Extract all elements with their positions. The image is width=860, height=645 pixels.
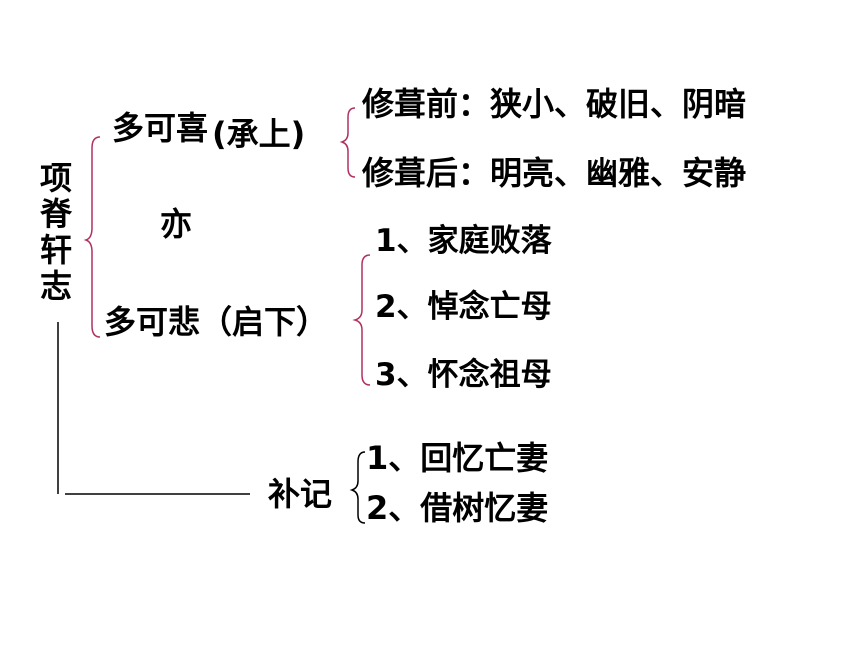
sorrow-item-1: 1、家庭败落 [375, 223, 552, 259]
joy-brace [339, 107, 356, 178]
sorrow-item-3: 3、怀念祖母 [375, 357, 552, 393]
joy-note: (承上) [212, 115, 306, 153]
sorrow-brace [352, 254, 371, 386]
sorrow-label: 多可悲 [104, 303, 201, 341]
joy-item-after: 修葺后：明亮、幽雅、安静 [362, 154, 747, 192]
connector-word: 亦 [160, 205, 193, 243]
sorrow-item-2: 2、悼念亡母 [375, 289, 552, 325]
supplement-brace [349, 451, 366, 524]
joy-label: 多可喜 [112, 109, 209, 147]
main-brace [83, 136, 101, 338]
supplement-item-2: 2、借树忆妻 [366, 489, 549, 527]
diagram-title: 项脊轩志 [39, 159, 72, 305]
joy-item-before: 修葺前：狭小、破旧、阴暗 [362, 85, 747, 123]
sorrow-note: （启下） [200, 303, 329, 341]
supplement-label: 补记 [268, 475, 333, 513]
supplement-item-1: 1、回忆亡妻 [366, 439, 549, 477]
